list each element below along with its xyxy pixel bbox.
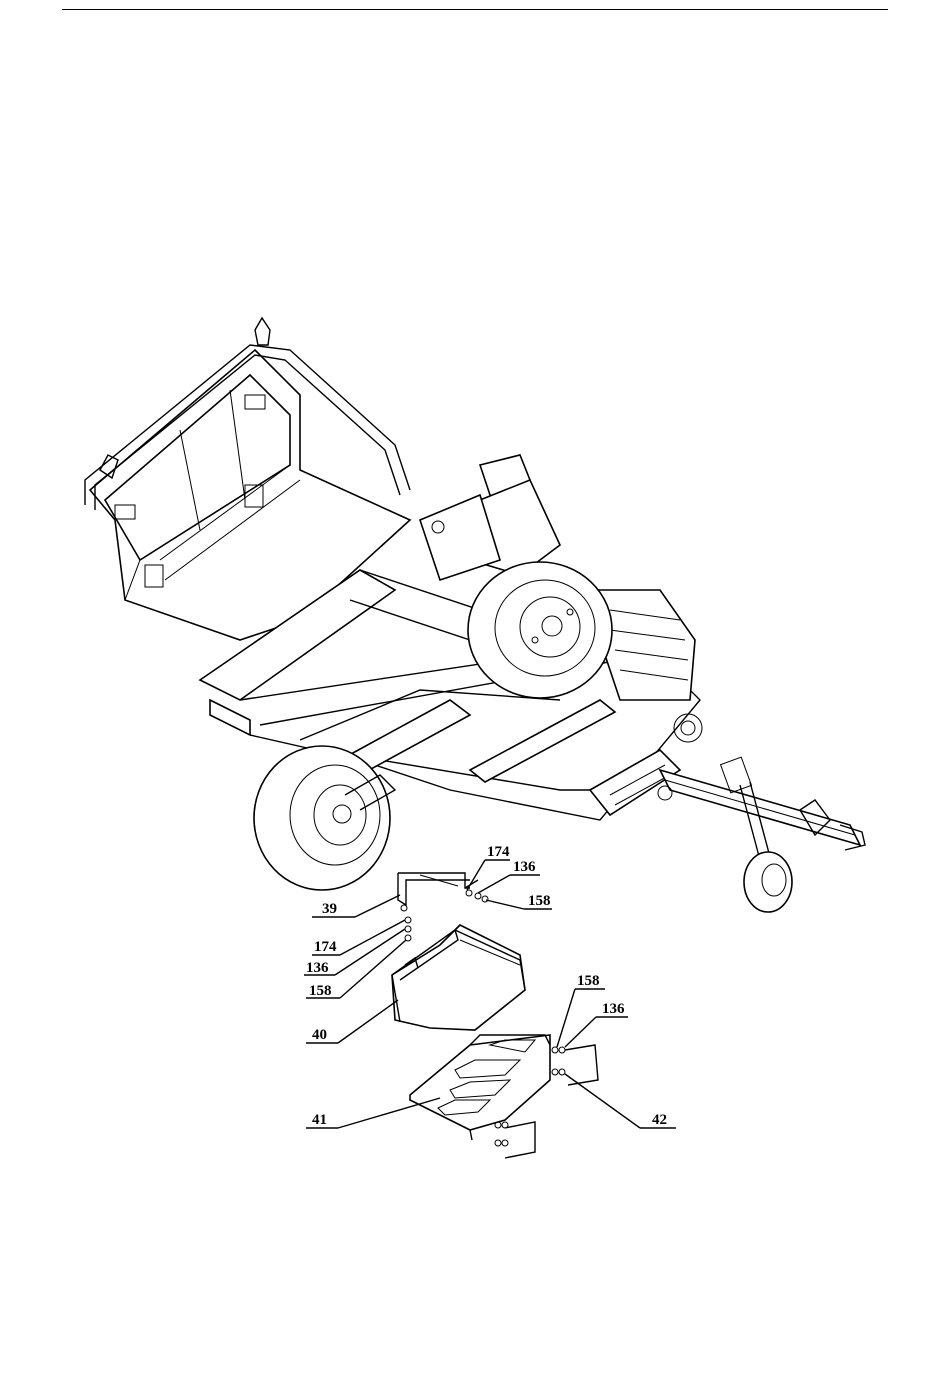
fastener-set-upper [466,890,488,902]
callout-174-left: 174 [314,939,337,955]
part-40-tray [392,925,525,1030]
callout-42: 42 [652,1112,667,1128]
callout-136-top: 136 [513,859,536,875]
part-41-skid-plate [410,1035,550,1140]
callout-136-left: 136 [306,960,329,976]
callout-39: 39 [322,901,337,917]
fastener-set-left [405,917,411,941]
machine-assembly [85,318,865,912]
callout-158-right: 158 [577,973,600,989]
callout-41: 41 [312,1112,327,1128]
callout-40: 40 [312,1027,327,1043]
callout-158-top: 158 [528,893,551,909]
callout-136-right: 136 [602,1001,625,1017]
tow-bar [658,757,865,850]
callout-174-top: 174 [487,844,510,860]
callout-158-left: 158 [309,983,332,999]
wheel-right [468,562,612,698]
